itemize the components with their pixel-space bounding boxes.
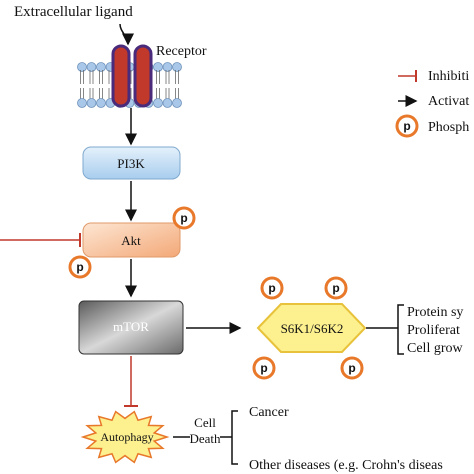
s6k-label: S6K1/S6K2 [281,321,344,336]
cell-label: Cell [194,415,216,430]
outcome-2: Proliferat [407,323,460,338]
ligand-label: Extracellular ligand [14,4,133,20]
s6k-phospho-3: p [252,356,276,380]
ligand-arrow [119,23,134,46]
receptor-label: Receptor [156,44,207,59]
receptor [111,44,153,108]
autophagy-node: Autophagy [80,410,170,464]
legend-phospho-icon [395,114,419,138]
outcomes-bracket [397,304,404,355]
svg-text:p: p [332,281,339,295]
akt-inhibition [0,233,81,247]
autophagy-label: Autophagy [100,430,153,444]
akt-phospho-1: p [172,206,196,230]
svg-text:p: p [180,211,187,225]
mtor-label: mTOR [113,319,149,334]
s6k-node: S6K1/S6K2 [256,303,367,353]
pi3k-node: PI3K [82,146,181,180]
akt-label: Akt [121,233,141,248]
akt-phospho-2: p [68,255,92,279]
death-label: Death [189,431,221,446]
akt-node: Akt [82,222,181,258]
s6k-phospho-2: p [324,276,348,300]
cancer-label: Cancer [249,405,289,420]
mtor-autophagy-inhibition [124,356,138,407]
death-bracket [231,410,238,465]
outcome-1: Protein sy [407,305,463,320]
legend-phospho-label: Phosph [428,120,469,135]
outcome-3: Cell grow [407,341,463,356]
svg-text:p: p [403,119,410,133]
mtor-node: mTOR [78,300,184,355]
legend: Inhibiti Activat p Phosph [395,69,469,138]
legend-inhibition-label: Inhibiti [428,69,469,84]
svg-text:p: p [268,281,275,295]
s6k-phospho-4: p [340,356,364,380]
svg-text:p: p [76,260,83,274]
other-diseases-label: Other diseases (e.g. Crohn's diseas [249,458,443,473]
pi3k-label: PI3K [117,156,145,171]
s6k-phospho-1: p [260,276,284,300]
svg-text:p: p [260,361,267,375]
svg-text:p: p [348,361,355,375]
legend-activation-label: Activat [428,94,469,109]
